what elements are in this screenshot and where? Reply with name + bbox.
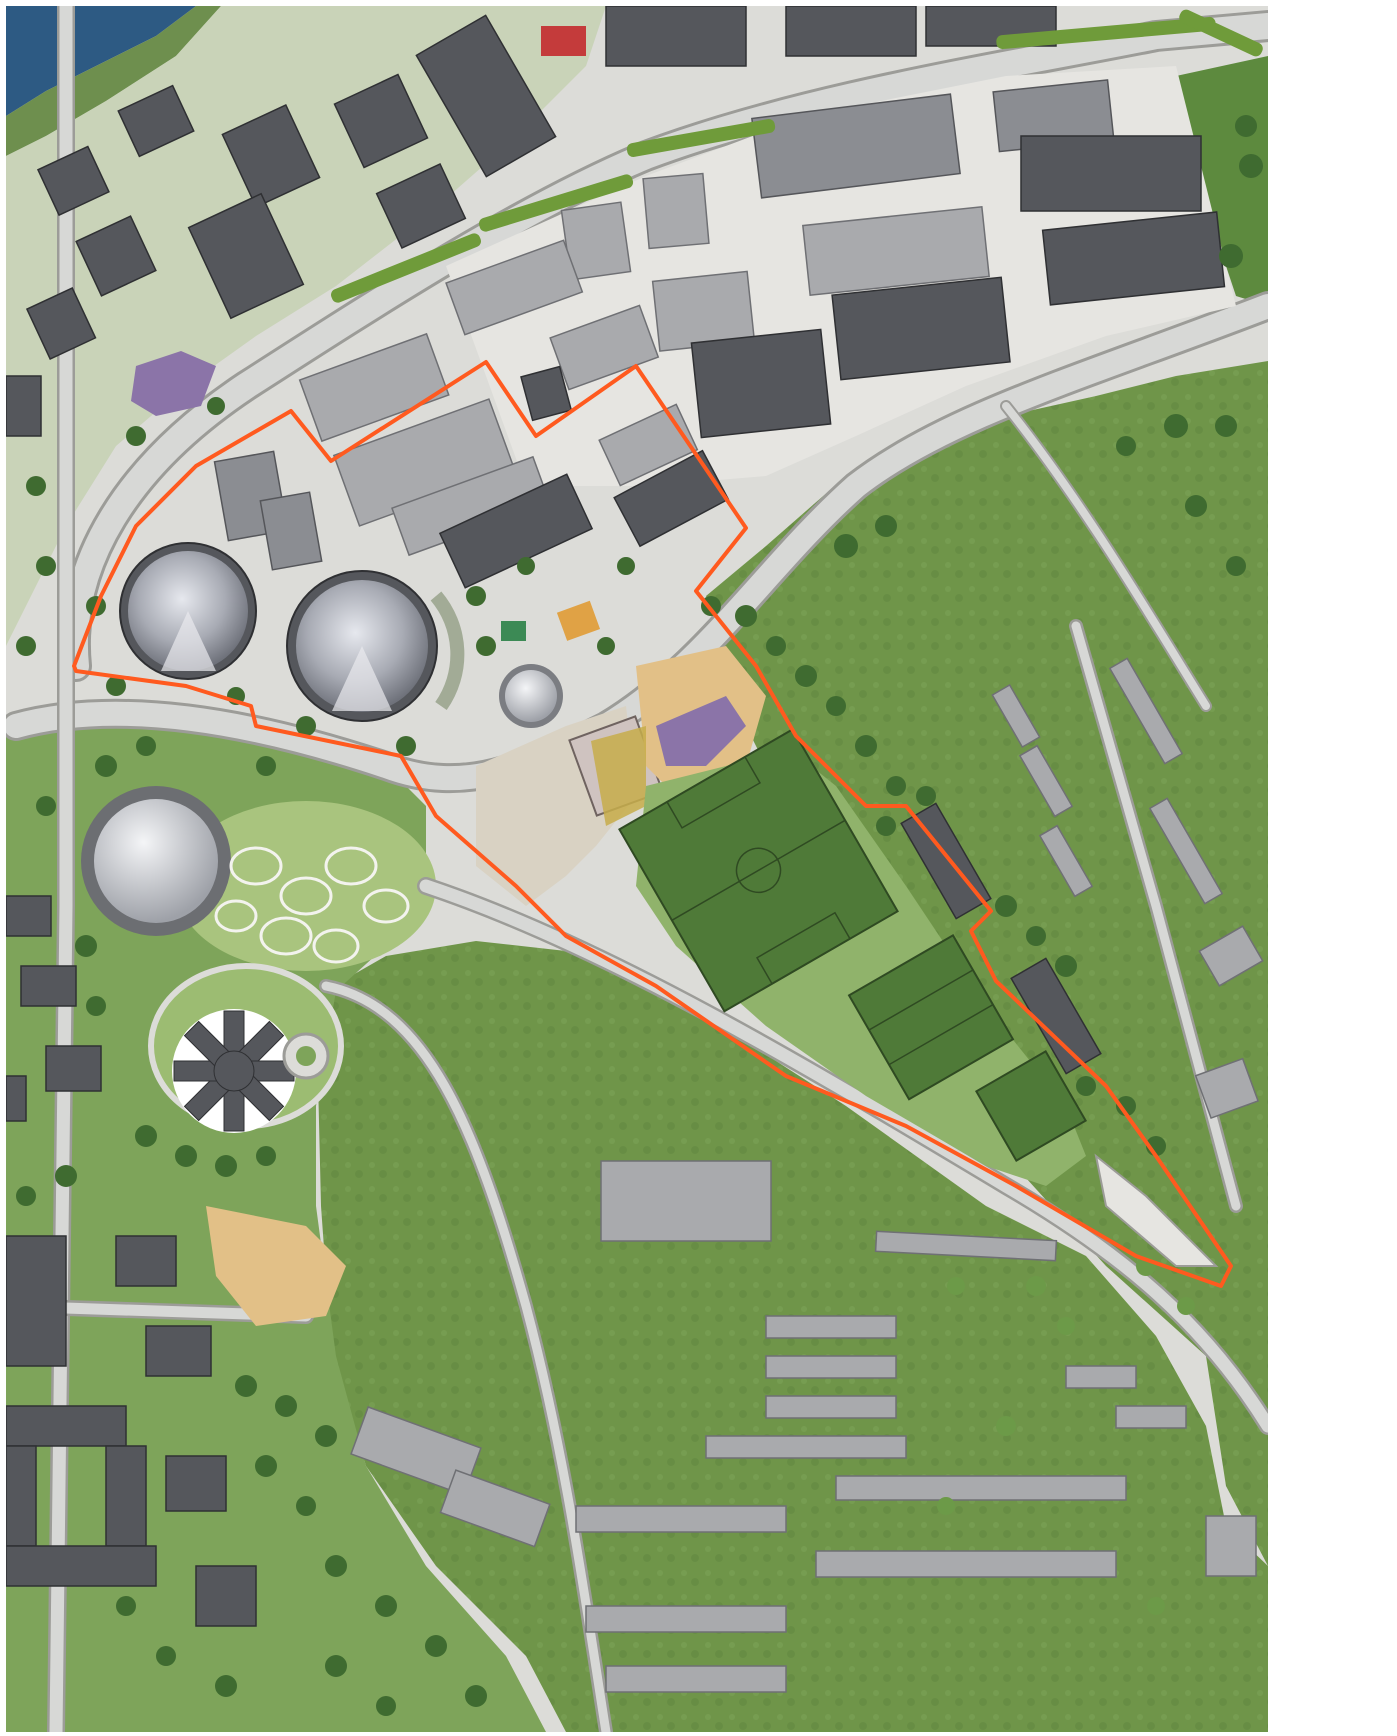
football-pitch bbox=[618, 728, 899, 1013]
star-building bbox=[172, 1009, 296, 1133]
site-plan-map bbox=[6, 6, 1268, 1732]
green-court bbox=[501, 621, 526, 641]
gasholders bbox=[81, 542, 563, 936]
gasholder-1 bbox=[119, 542, 257, 680]
gasholder-2 bbox=[286, 570, 465, 722]
sw-play-area bbox=[206, 1206, 346, 1326]
gasholder-3 bbox=[81, 786, 231, 936]
red-court bbox=[541, 26, 586, 56]
small-pitch-3 bbox=[974, 1049, 1088, 1163]
orange-court bbox=[556, 600, 601, 641]
park-lawn bbox=[176, 801, 436, 971]
tram-stop-hatch bbox=[1094, 1153, 1219, 1267]
small-pitches bbox=[847, 934, 1015, 1101]
play-area-purple bbox=[656, 696, 746, 766]
small-dome bbox=[499, 664, 563, 728]
park-path-loops bbox=[214, 846, 410, 964]
water-body bbox=[6, 6, 196, 116]
nw-urban-area bbox=[6, 6, 606, 646]
nw-play-area bbox=[131, 351, 216, 416]
trees bbox=[16, 115, 1263, 1716]
new-buildings bbox=[6, 6, 1226, 1627]
tree-hedges bbox=[331, 9, 1263, 303]
existing-buildings bbox=[213, 79, 1264, 1693]
yellow-plaza bbox=[591, 726, 646, 826]
site-boundary bbox=[72, 360, 1233, 1288]
